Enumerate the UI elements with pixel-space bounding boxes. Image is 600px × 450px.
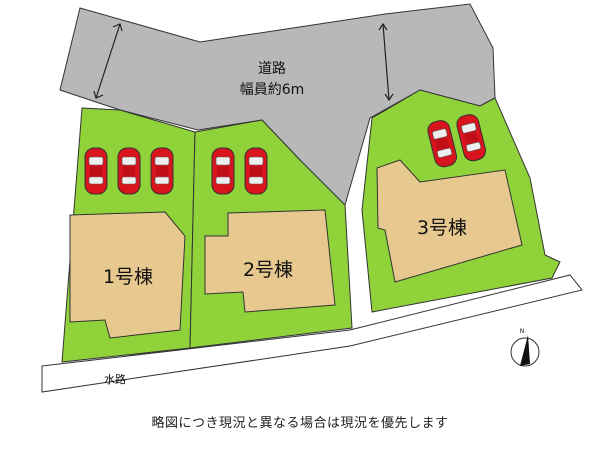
building-1-label: 1号棟 xyxy=(103,266,153,288)
road-area xyxy=(59,3,496,206)
parking-car xyxy=(84,147,108,195)
building-3-label: 3号棟 xyxy=(417,217,467,239)
building-3 xyxy=(376,159,523,283)
parking-car xyxy=(117,147,141,195)
parking-car xyxy=(244,147,268,195)
road-width-label: 幅員約6m xyxy=(240,82,305,98)
parking-car xyxy=(211,147,235,195)
waterway-label: 水路 xyxy=(104,373,126,386)
compass-north-label: N xyxy=(520,328,525,335)
disclaimer-caption: 略図につき現況と異なる場合は現況を優先します xyxy=(151,416,449,431)
road-width-arrow-left xyxy=(93,23,123,99)
compass-icon: N xyxy=(510,328,540,367)
building-1 xyxy=(69,211,186,339)
road-label: 道路 xyxy=(258,61,286,77)
waterway-strip xyxy=(41,274,583,393)
parking-car xyxy=(150,147,174,195)
road-width-arrow-right xyxy=(378,22,394,102)
building-2-label: 2号棟 xyxy=(243,259,293,281)
building-2 xyxy=(204,209,336,313)
